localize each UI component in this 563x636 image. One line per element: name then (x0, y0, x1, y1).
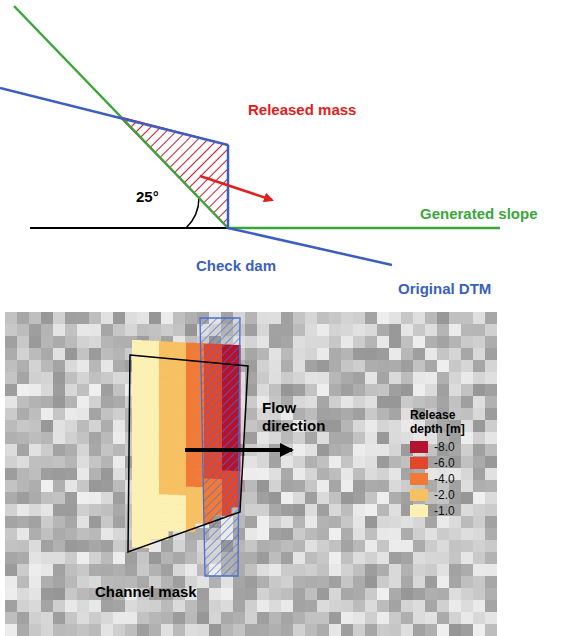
label: Channel mask (95, 583, 197, 601)
dam-mask (200, 318, 240, 576)
legend-text: -4.0 (434, 472, 455, 486)
label: Generated slope (420, 205, 538, 223)
label: 25° (136, 188, 159, 206)
legend-text: -2.0 (434, 488, 455, 502)
flow-arrow (185, 448, 292, 452)
legend-swatch (410, 489, 428, 501)
legend-swatch (410, 473, 428, 485)
legend-text: -1.0 (434, 504, 455, 518)
channel-mask-outline (128, 355, 248, 552)
legend-swatch (410, 505, 428, 517)
legend-text: -6.0 (434, 456, 455, 470)
label: Flow direction (262, 399, 337, 435)
label: Check dam (196, 257, 276, 275)
slope-schematic (0, 6, 500, 265)
legend-swatch (410, 441, 428, 453)
legend-swatch (410, 457, 428, 469)
label: Release depth [m] (410, 408, 480, 436)
label: Original DTM (398, 280, 491, 298)
terrain-raster (5, 312, 497, 636)
legend-text: -8.0 (434, 440, 455, 454)
label: Released mass (248, 101, 356, 119)
